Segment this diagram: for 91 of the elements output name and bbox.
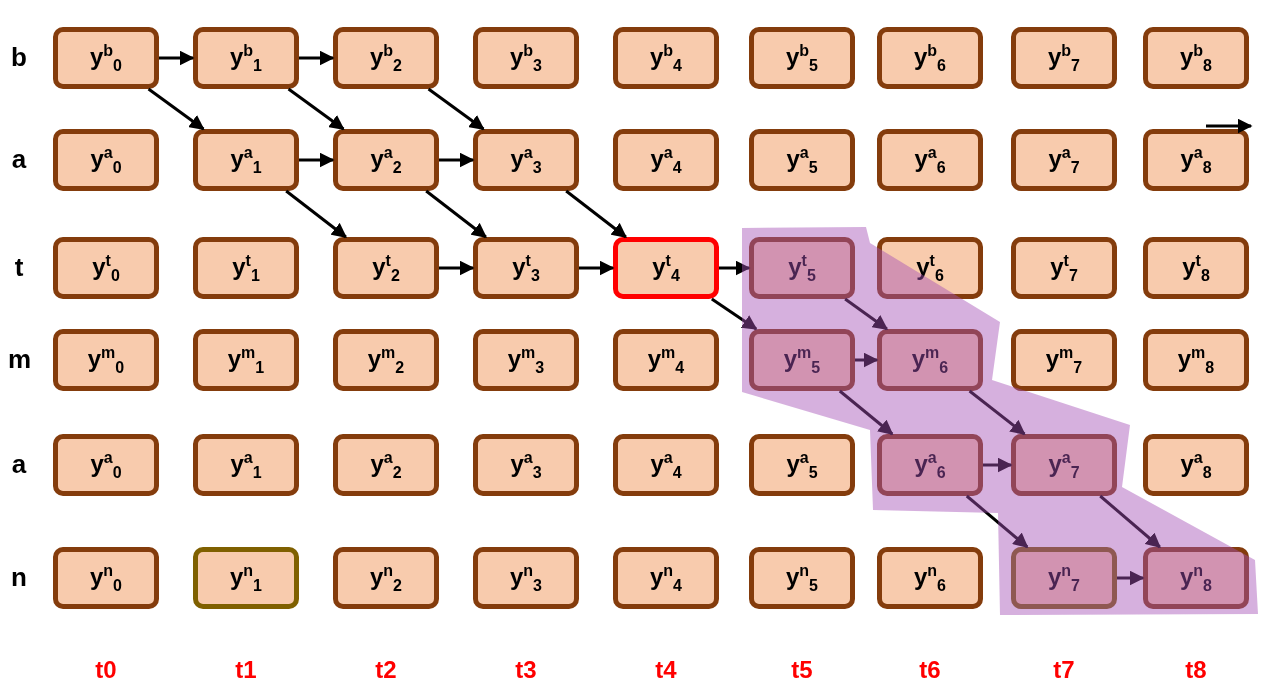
arrow bbox=[299, 50, 335, 66]
state-box bbox=[473, 27, 579, 89]
arrow bbox=[965, 494, 1029, 549]
arrow bbox=[719, 260, 751, 276]
arrow bbox=[968, 389, 1026, 436]
state-box bbox=[193, 27, 299, 89]
arrow bbox=[439, 152, 475, 168]
arrow bbox=[565, 189, 627, 239]
state-box bbox=[1143, 237, 1249, 299]
state-box bbox=[473, 237, 579, 299]
state-box bbox=[1143, 329, 1249, 391]
time-label: t1 bbox=[234, 656, 258, 684]
time-label: t3 bbox=[514, 656, 538, 684]
time-label: t4 bbox=[654, 656, 678, 684]
state-box bbox=[877, 237, 983, 299]
state-box bbox=[1011, 237, 1117, 299]
state-box bbox=[53, 27, 159, 89]
arrow bbox=[855, 352, 879, 368]
state-box bbox=[1143, 129, 1249, 191]
state-box bbox=[1143, 434, 1249, 496]
state-box bbox=[193, 434, 299, 496]
arrow bbox=[838, 389, 894, 436]
row-label: t bbox=[13, 252, 25, 283]
state-box bbox=[1143, 547, 1249, 609]
arrow bbox=[427, 87, 485, 131]
time-label: t2 bbox=[374, 656, 398, 684]
state-box bbox=[1011, 27, 1117, 89]
state-box bbox=[1011, 434, 1117, 496]
time-label: t0 bbox=[94, 656, 118, 684]
state-box bbox=[473, 434, 579, 496]
state-box bbox=[877, 329, 983, 391]
state-box bbox=[877, 27, 983, 89]
state-box bbox=[193, 547, 299, 609]
state-box bbox=[193, 129, 299, 191]
state-box bbox=[613, 27, 719, 89]
state-box bbox=[473, 329, 579, 391]
state-box bbox=[613, 329, 719, 391]
state-box bbox=[613, 434, 719, 496]
time-label: t6 bbox=[918, 656, 942, 684]
state-box bbox=[877, 129, 983, 191]
state-box bbox=[1011, 329, 1117, 391]
state-box bbox=[877, 547, 983, 609]
time-label: t8 bbox=[1184, 656, 1208, 684]
time-label: t5 bbox=[790, 656, 814, 684]
state-box bbox=[613, 237, 719, 299]
state-box bbox=[53, 547, 159, 609]
row-label: m bbox=[8, 344, 30, 375]
state-box bbox=[193, 237, 299, 299]
row-label: n bbox=[10, 562, 28, 593]
row-label: a bbox=[10, 449, 28, 480]
arrow bbox=[579, 260, 615, 276]
state-box bbox=[53, 237, 159, 299]
arrow bbox=[983, 457, 1013, 473]
arrow bbox=[1099, 494, 1161, 549]
state-box bbox=[473, 129, 579, 191]
state-box bbox=[333, 547, 439, 609]
state-box bbox=[473, 547, 579, 609]
state-box bbox=[613, 129, 719, 191]
arrow bbox=[844, 297, 889, 331]
state-box bbox=[749, 329, 855, 391]
arrow bbox=[159, 50, 195, 66]
arrow bbox=[287, 87, 345, 131]
state-box bbox=[749, 129, 855, 191]
state-box bbox=[749, 434, 855, 496]
state-box bbox=[877, 434, 983, 496]
row-label: a bbox=[10, 144, 28, 175]
state-box bbox=[1011, 129, 1117, 191]
arrow bbox=[425, 189, 487, 239]
state-box bbox=[333, 329, 439, 391]
state-box bbox=[749, 237, 855, 299]
state-box bbox=[53, 434, 159, 496]
arrow bbox=[299, 152, 335, 168]
state-box bbox=[193, 329, 299, 391]
state-box bbox=[1143, 27, 1249, 89]
arrow bbox=[711, 297, 758, 331]
state-box bbox=[333, 237, 439, 299]
state-box bbox=[333, 129, 439, 191]
arrow bbox=[1117, 570, 1145, 586]
state-box bbox=[53, 329, 159, 391]
state-box bbox=[749, 27, 855, 89]
time-label: t7 bbox=[1052, 656, 1076, 684]
state-box bbox=[333, 27, 439, 89]
arrow bbox=[439, 260, 475, 276]
state-box bbox=[333, 434, 439, 496]
state-box bbox=[1011, 547, 1117, 609]
state-box bbox=[749, 547, 855, 609]
state-box bbox=[53, 129, 159, 191]
state-box bbox=[613, 547, 719, 609]
row-label: b bbox=[10, 42, 28, 73]
arrow bbox=[147, 87, 205, 131]
arrow bbox=[285, 189, 347, 239]
